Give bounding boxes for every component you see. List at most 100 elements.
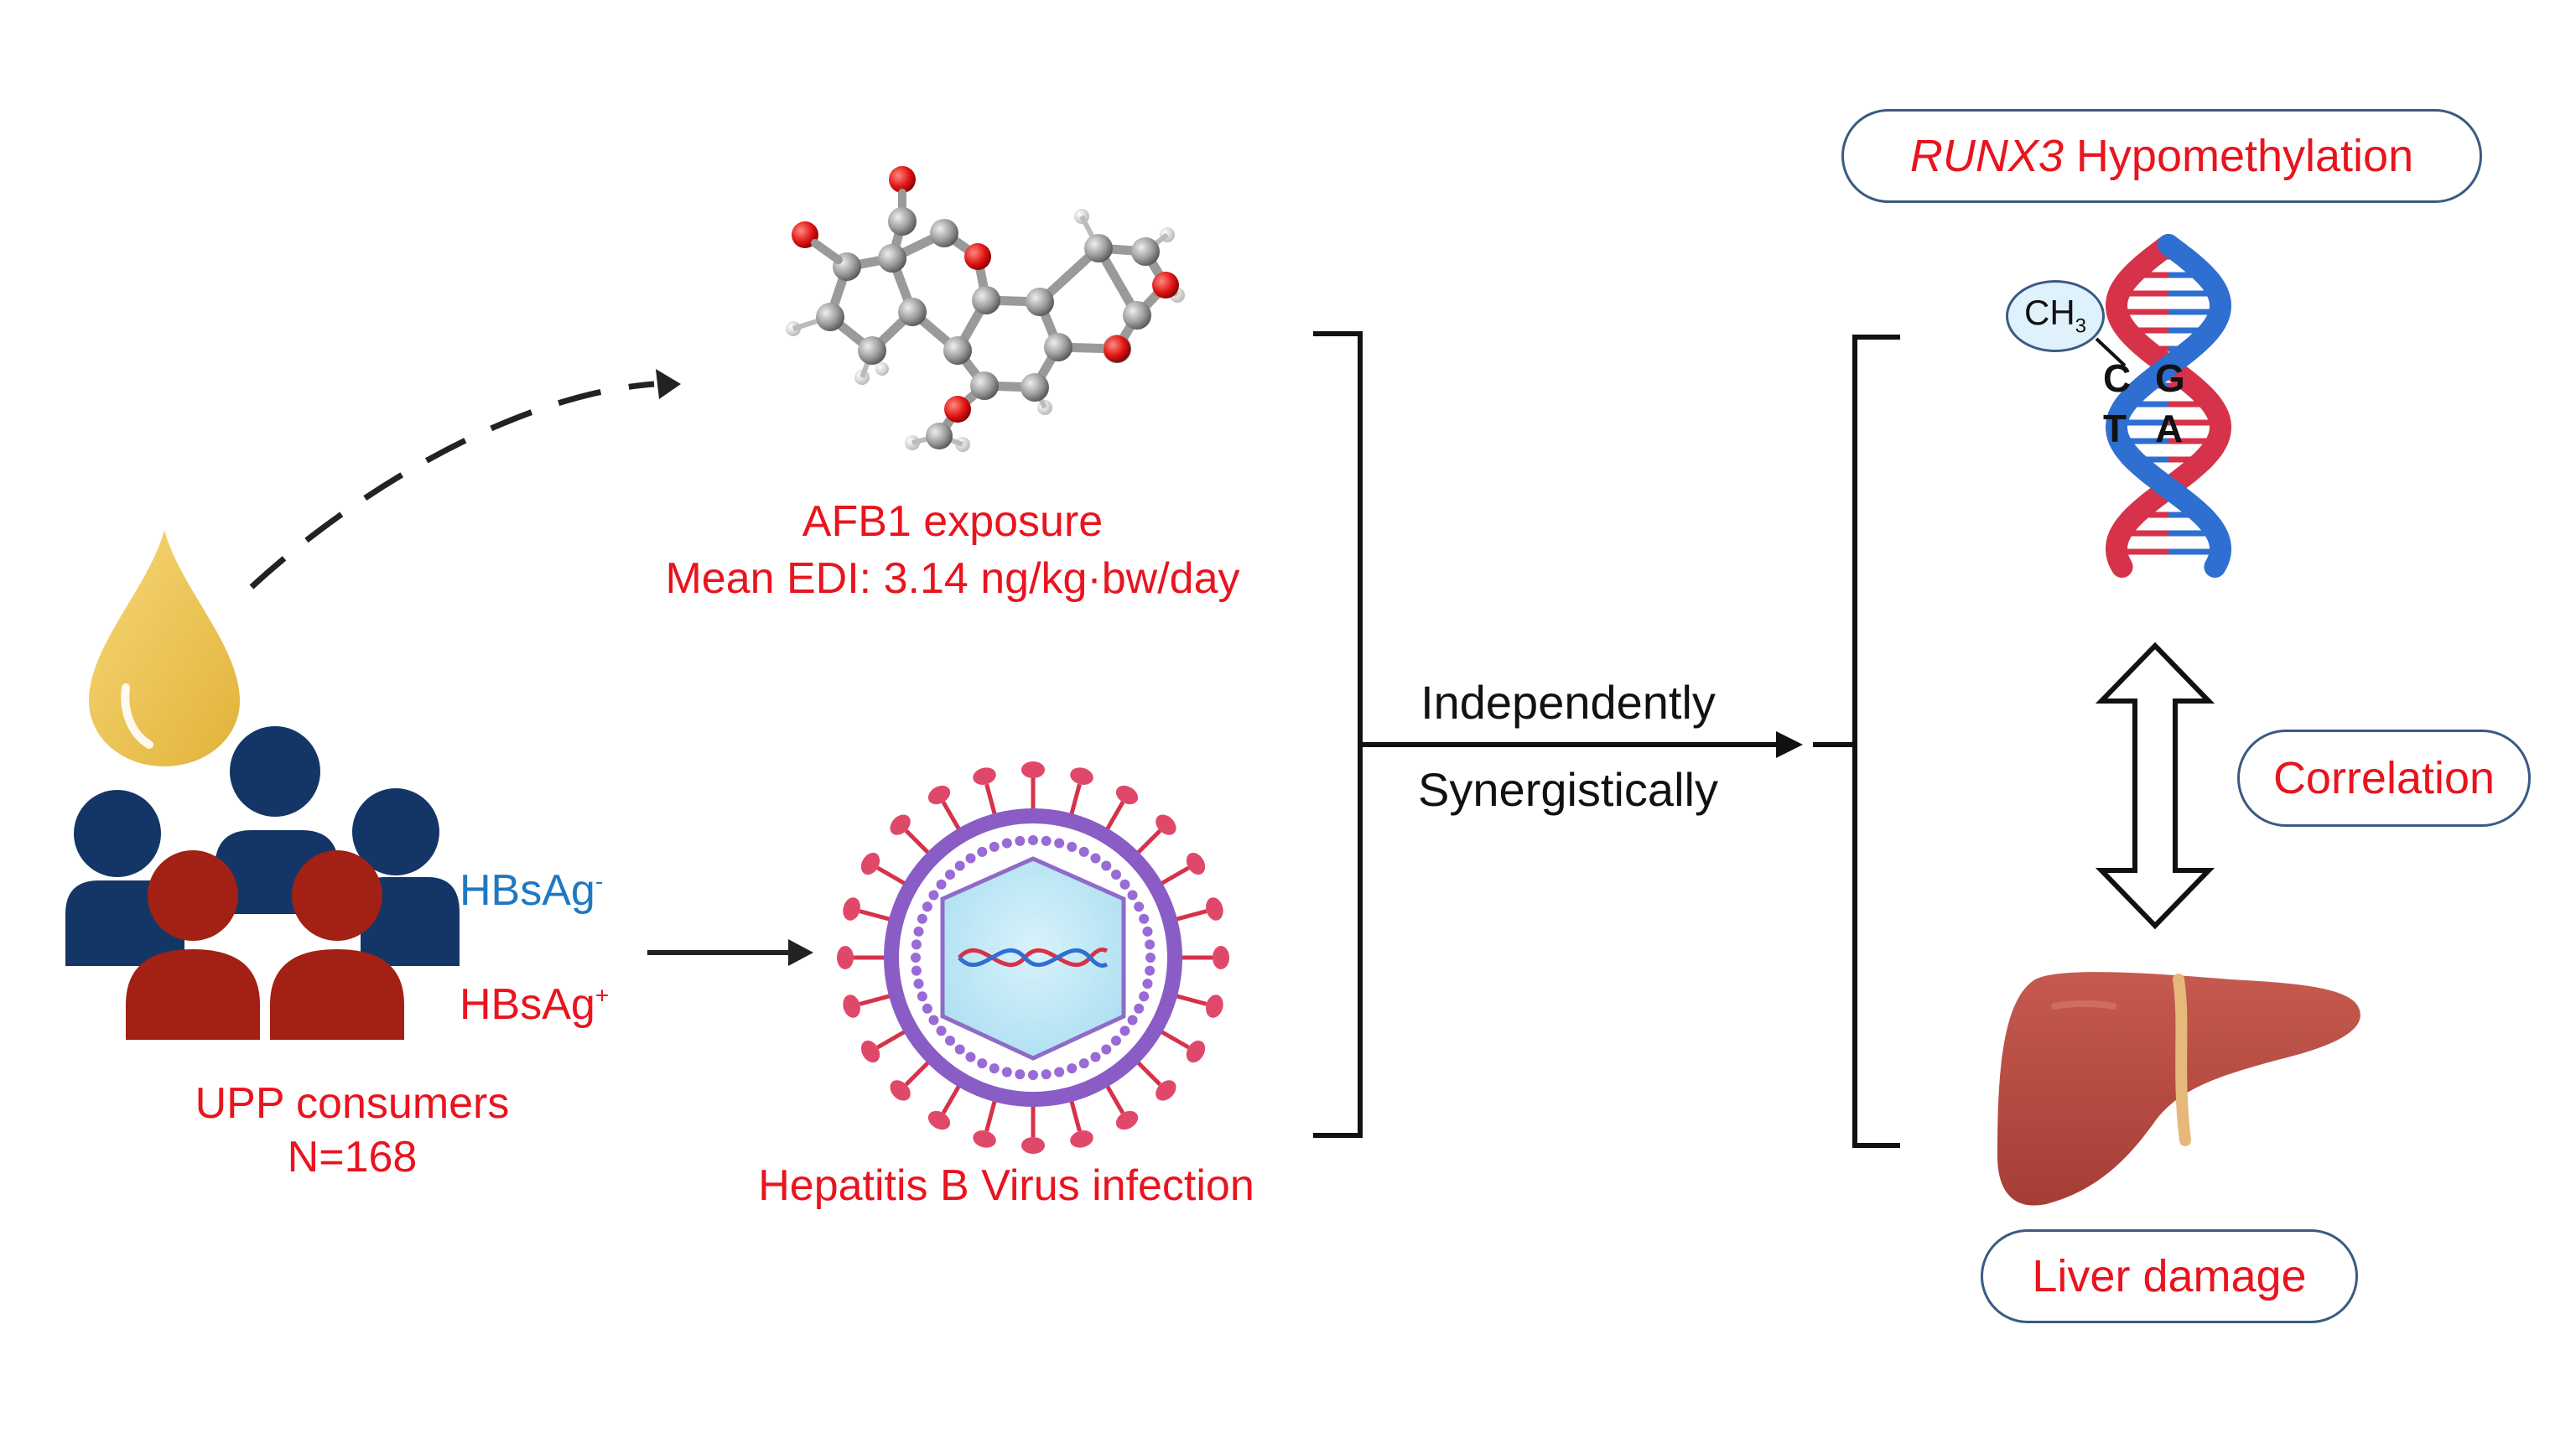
virus-membrane-dot [913, 926, 924, 937]
virus-spike-stem [904, 828, 931, 855]
afb1-molecule-icon [786, 166, 1185, 452]
virus-spike-head [1186, 1040, 1206, 1063]
virus-spike-head [1070, 767, 1093, 785]
virus-spike-stem [1175, 909, 1208, 922]
virus-spike-stem [1135, 828, 1162, 855]
virus-spike-stem [1069, 783, 1082, 816]
virus-spike-stem [859, 994, 891, 1006]
hepatitis-b-virus-icon [837, 761, 1229, 1154]
virus-spike-head [1021, 1137, 1045, 1154]
virus-membrane-dot [1028, 1070, 1038, 1080]
runx3-hypomethylation-text: RUNX3 Hypomethylation [1910, 133, 2413, 179]
virus-spike-stem [984, 783, 997, 816]
virus-membrane-dot [1110, 870, 1121, 880]
virus-spike-head [927, 1110, 951, 1130]
virus-membrane-dot [917, 991, 927, 1002]
virus-spike-head [973, 1130, 996, 1148]
virus-spike-head [1115, 785, 1139, 805]
methyl-bond [2095, 337, 2127, 367]
effect-arrow [1360, 731, 1855, 758]
virus-spike-stem [941, 1084, 962, 1114]
virus-membrane-dot [1015, 835, 1026, 846]
virus-membrane-dot [945, 870, 956, 880]
virus-spike-stem [941, 801, 962, 831]
virus-membrane-dot [1119, 879, 1130, 890]
virus-spike-head [1206, 995, 1223, 1018]
virus-spike-stem [876, 865, 906, 886]
virus-spike-head [843, 897, 860, 921]
base-a: A [2155, 407, 2184, 450]
oil-drop-icon [89, 530, 240, 766]
virus-membrane-dot [1001, 838, 1012, 849]
virus-membrane-dot [1090, 1052, 1101, 1062]
virus-membrane-dot [1090, 853, 1101, 864]
virus-spike-stem [984, 1099, 997, 1132]
base-c: C [2103, 356, 2132, 400]
virus-membrane-dot [945, 1035, 956, 1046]
virus-spike-head [973, 767, 996, 785]
liver-damage-pill: Liver damage [1981, 1229, 2358, 1323]
virus-spike-head [1021, 761, 1045, 778]
base-g: G [2155, 356, 2185, 400]
virus-membrane-dot [1041, 835, 1052, 846]
virus-membrane-dot [1134, 1003, 1145, 1014]
virus-membrane-dot [1001, 1067, 1012, 1078]
virus-membrane-dot [1145, 939, 1156, 950]
virus-spike-stem [1104, 1084, 1125, 1114]
virus-spike-stem [1160, 1029, 1190, 1050]
virus-membrane-dot [913, 979, 924, 989]
correlation-pill: Correlation [2237, 730, 2531, 827]
methyl-ch: CH [2023, 293, 2075, 333]
virus-spike-stem [876, 1029, 906, 1050]
virus-spike-stem [1135, 1060, 1162, 1087]
virus-membrane-dot [1015, 1069, 1026, 1080]
virus-membrane-dot [989, 841, 1000, 852]
correlation-text: Correlation [2272, 753, 2496, 803]
virus-membrane-dot [928, 1015, 939, 1026]
virus-membrane-dot [1101, 1044, 1112, 1055]
virus-membrane-dot [928, 890, 939, 901]
dna-helix-icon [2105, 234, 2232, 578]
virus-membrane-dot [917, 913, 927, 924]
virus-membrane-dot [1054, 1067, 1065, 1078]
virus-membrane-dot [936, 879, 947, 890]
virus-membrane-dot [977, 1058, 988, 1069]
afb1-exposure-label: AFB1 exposure [802, 497, 1104, 546]
hbsag-negative-sup: - [595, 868, 604, 895]
virus-spike-stem [1069, 1099, 1082, 1132]
correlation-double-arrow [2095, 641, 2215, 930]
virus-membrane-dot [1145, 965, 1156, 976]
virus-membrane-dot [1127, 890, 1138, 901]
synergistically-label: Synergistically [1418, 763, 1718, 816]
virus-membrane-dot [1139, 991, 1150, 1002]
liver-icon [1997, 972, 2360, 1206]
methyl-group-bubble: CH3 [2006, 280, 2105, 352]
virus-spike-head [1156, 814, 1176, 835]
virus-membrane-dot [1078, 846, 1089, 857]
virus-membrane-dot [977, 846, 988, 857]
virus-membrane-dot [922, 901, 932, 912]
population-people-icon [65, 726, 460, 1040]
virus-spike-head [1186, 852, 1206, 875]
virus-spike-head [1115, 1110, 1139, 1130]
hbsag-negative-base: HBsAg [460, 866, 595, 915]
virus-membrane-dot [1119, 1026, 1130, 1036]
virus-membrane-dot [936, 1026, 947, 1036]
virus-membrane-dot [1139, 913, 1150, 924]
virus-membrane-dot [1142, 979, 1153, 989]
exposure-bracket [1313, 331, 1363, 1138]
virus-spike-head [1213, 946, 1229, 969]
virus-membrane-dot [954, 1044, 965, 1055]
virus-membrane-dot [965, 853, 976, 864]
runx3-hypomethylation-pill: RUNX3 Hypomethylation [1841, 109, 2482, 203]
hypomethylation-word: Hypomethylation [2063, 131, 2414, 181]
afb1-edi-label: Mean EDI: 3.14 ng/kg·bw/day [665, 554, 1240, 603]
virus-membrane-dot [1054, 838, 1065, 849]
dashed-arrow-afb1 [249, 369, 681, 589]
outcome-bracket [1852, 335, 1900, 1148]
virus-membrane-dot [965, 1052, 976, 1062]
virus-spike-stem [1104, 801, 1125, 831]
virus-spike-head [843, 995, 860, 1018]
virus-membrane-dot [1067, 841, 1078, 852]
